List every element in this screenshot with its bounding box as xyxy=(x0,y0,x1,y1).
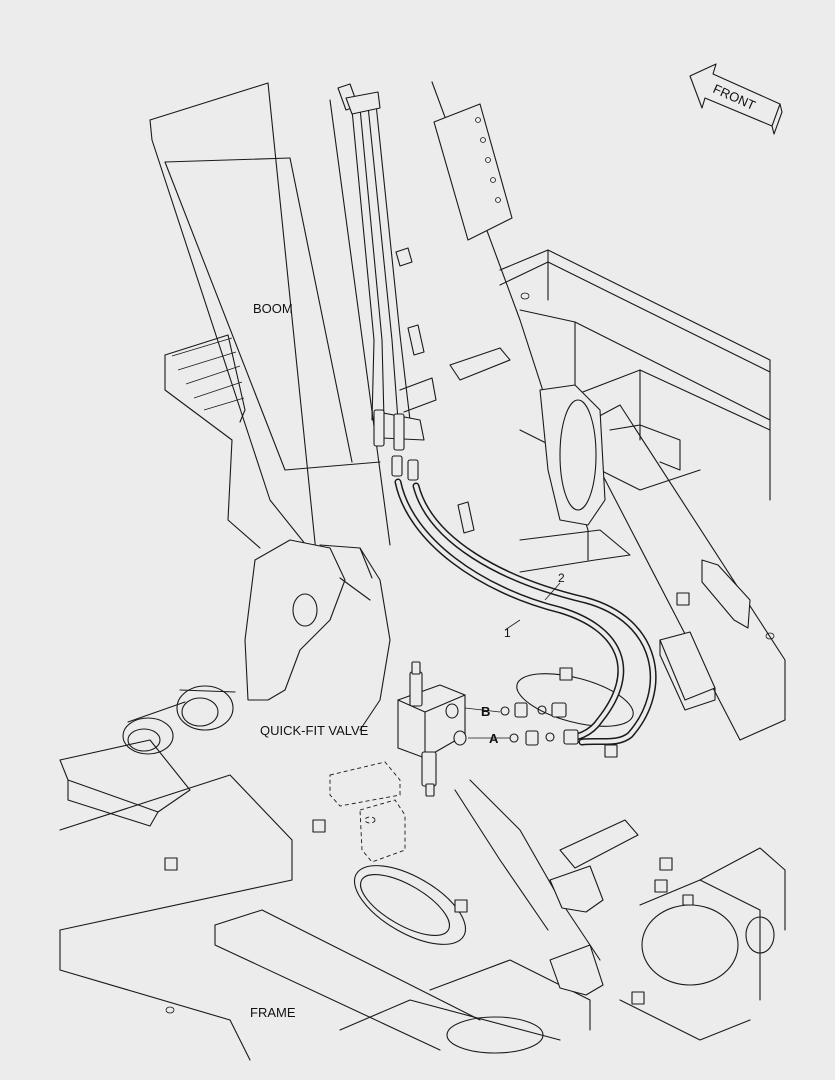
arm-member xyxy=(591,404,786,741)
left-walkway xyxy=(164,334,246,441)
port-b-label: B xyxy=(481,704,490,719)
port-a-label: A xyxy=(489,731,499,746)
boom-pivot-bracket xyxy=(122,439,391,755)
quick-fit-valve-block xyxy=(397,661,510,797)
hydraulic-hoses xyxy=(337,83,657,746)
boom-label: BOOM xyxy=(253,301,293,316)
boom-structure xyxy=(149,81,631,573)
frame-label: FRAME xyxy=(250,1005,296,1020)
front-arrow xyxy=(689,63,783,135)
callout-1: 1 xyxy=(504,626,511,640)
lower-frame xyxy=(59,667,786,1061)
callout-2: 2 xyxy=(558,571,565,585)
quick-fit-valve-label: QUICK-FIT VALVE xyxy=(260,723,369,738)
phantom-bracket xyxy=(329,761,406,863)
